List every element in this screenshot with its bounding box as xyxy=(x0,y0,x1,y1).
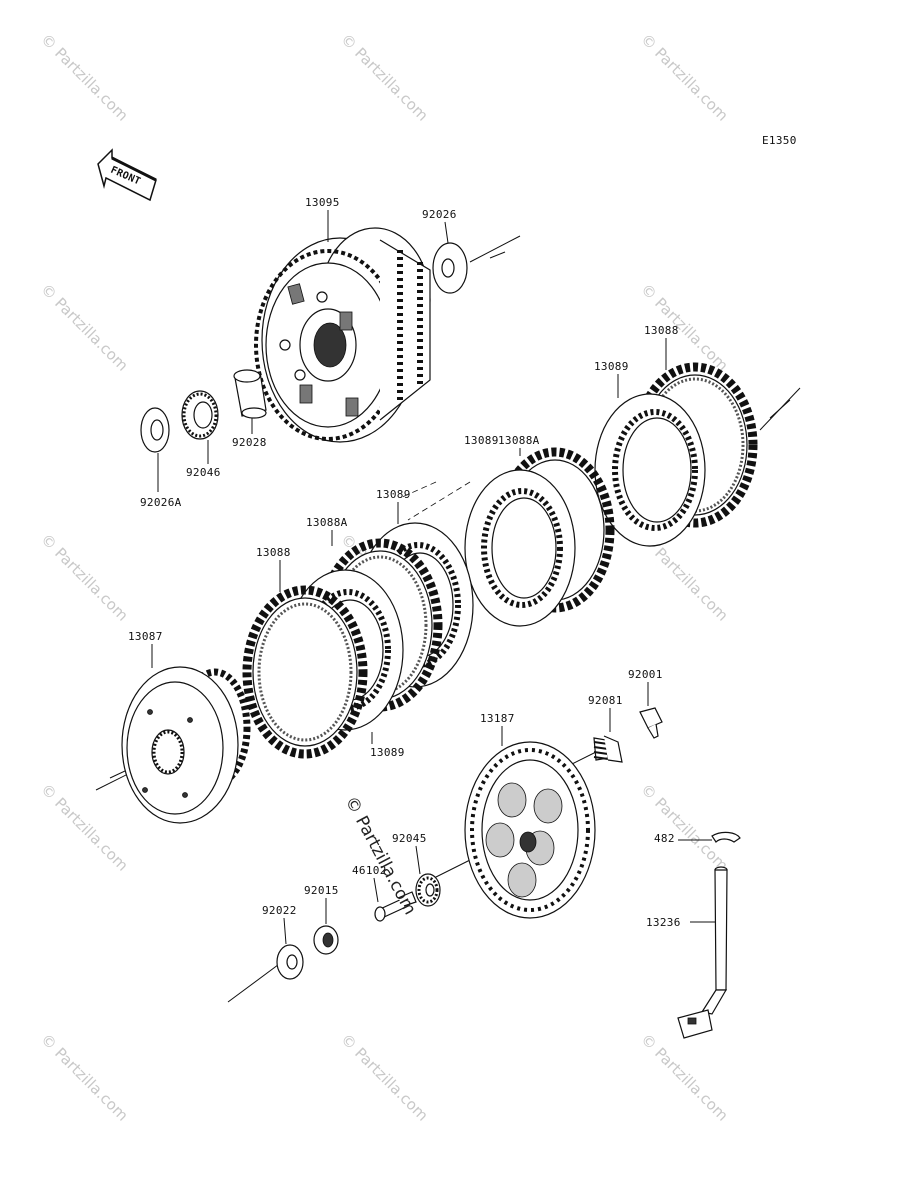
steel-plate-13089-mid xyxy=(464,469,576,627)
washer-92026 xyxy=(432,242,468,294)
clutch-hub-13087 xyxy=(121,666,251,824)
bolt-92001 xyxy=(639,707,663,739)
part-label-92081: 92081 xyxy=(588,694,623,707)
watermark: © Partzilla.com xyxy=(637,1030,732,1125)
diagram-code: E1350 xyxy=(762,134,797,147)
part-label-92026: 92026 xyxy=(422,208,457,221)
watermark: © Partzilla.com xyxy=(37,30,132,125)
watermark: © Partzilla.com xyxy=(37,530,132,625)
center-watermark: © Partzilla.com xyxy=(341,793,420,918)
part-label-92001: 92001 xyxy=(628,668,663,681)
part-label-92015: 92015 xyxy=(304,884,339,897)
part-label-13089-b: 13089 xyxy=(376,488,411,501)
watermark: © Partzilla.com xyxy=(337,30,432,125)
part-label-482: 482 xyxy=(654,832,675,845)
spring-92081 xyxy=(593,735,623,763)
part-label-13095: 13095 xyxy=(305,196,340,209)
part-label-92045: 92045 xyxy=(392,832,427,845)
sleeve-92028 xyxy=(233,369,267,419)
clip-482 xyxy=(711,831,741,843)
release-shaft-13236 xyxy=(677,866,728,1039)
part-label-92028: 92028 xyxy=(232,436,267,449)
watermark: © Partzilla.com xyxy=(37,1030,132,1125)
watermark: © Partzilla.com xyxy=(37,280,132,375)
part-label-13089-mid: 13089 xyxy=(464,434,499,447)
part-label-13088-top: 13088 xyxy=(644,324,679,337)
part-label-13088A-top: 13088A xyxy=(498,434,540,447)
clutch-housing xyxy=(254,227,431,443)
washer-92022 xyxy=(276,944,304,980)
watermark: © Partzilla.com xyxy=(637,780,732,875)
steel-plate-13089-top xyxy=(594,393,706,547)
part-label-13089-bot: 13089 xyxy=(370,746,405,759)
washer-92026A xyxy=(140,407,170,453)
friction-plate-13088-b xyxy=(242,585,368,759)
part-label-13087: 13087 xyxy=(128,630,163,643)
part-label-92046: 92046 xyxy=(186,466,221,479)
part-label-13089-top: 13089 xyxy=(594,360,629,373)
part-label-92026A: 92026A xyxy=(140,496,182,509)
part-label-92022: 92022 xyxy=(262,904,297,917)
front-arrow-icon: FRONT xyxy=(97,148,157,202)
part-label-13236: 13236 xyxy=(646,916,681,929)
needle-bearing-92046 xyxy=(181,390,219,440)
watermark: © Partzilla.com xyxy=(637,30,732,125)
watermark: © Partzilla.com xyxy=(337,1030,432,1125)
bearing-92045 xyxy=(415,873,441,907)
pressure-plate-13187 xyxy=(464,741,596,919)
part-label-13088-b: 13088 xyxy=(256,546,291,559)
part-label-46102: 46102 xyxy=(352,864,387,877)
pushrod-46102 xyxy=(374,891,417,922)
nut-92015 xyxy=(313,925,339,955)
part-label-13088A-b: 13088A xyxy=(306,516,348,529)
part-label-13187: 13187 xyxy=(480,712,515,725)
watermark: © Partzilla.com xyxy=(37,780,132,875)
